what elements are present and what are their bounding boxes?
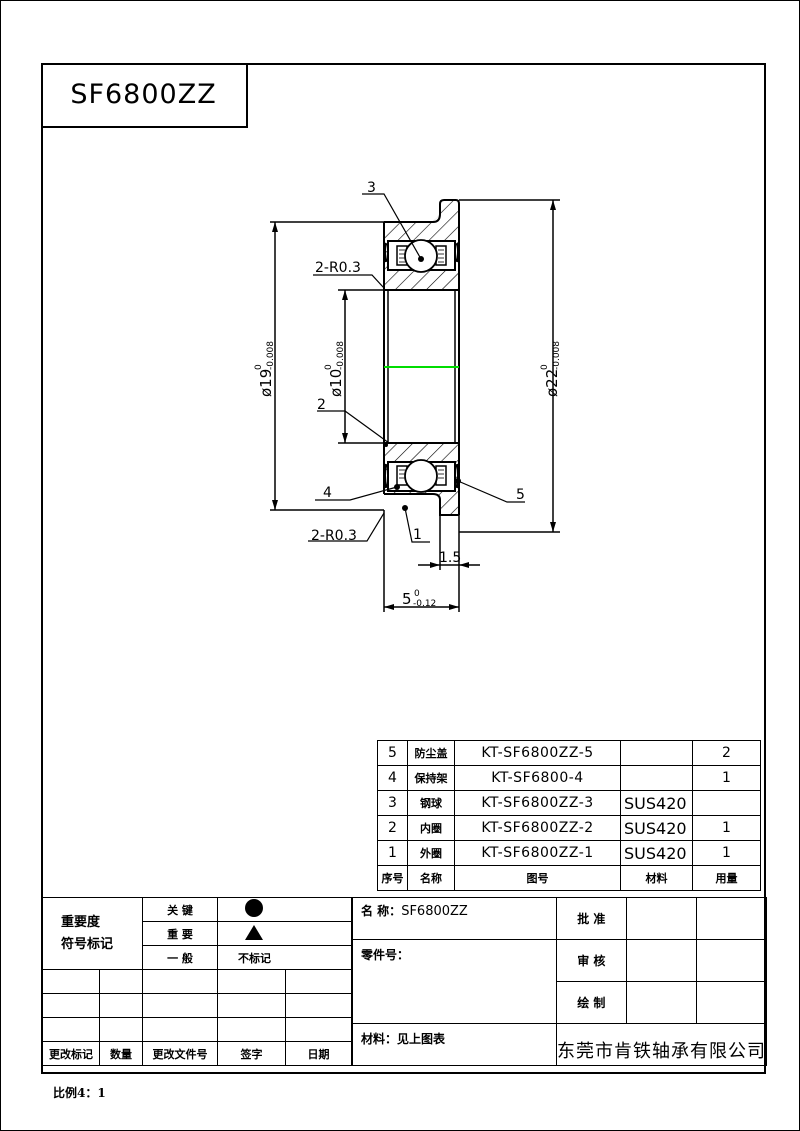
revision-header-row: 更改标记 数量 更改文件号 签字 日期 bbox=[42, 1041, 352, 1066]
importance-revision-block: 重要度 符号标记 关 键 重 要 一 般 不标记 更改标记 数量 更改文件号 签… bbox=[42, 897, 352, 1066]
label-part-3: 3 bbox=[367, 180, 376, 196]
steel-ball-bottom bbox=[404, 459, 438, 493]
label-part-2: 2 bbox=[317, 397, 326, 413]
svg-text:-0.12: -0.12 bbox=[413, 599, 436, 609]
label-fillet-bottom: 2-R0.3 bbox=[311, 528, 357, 544]
label-part-1: 1 bbox=[413, 527, 422, 543]
svg-text:0: 0 bbox=[414, 589, 420, 599]
label-part-5: 5 bbox=[516, 487, 525, 503]
scale-label: 比例4：1 bbox=[53, 1086, 106, 1100]
dim-d10: ø10 bbox=[327, 369, 345, 397]
svg-text:-0.008: -0.008 bbox=[552, 341, 562, 370]
label-part-4: 4 bbox=[323, 485, 332, 501]
part-name-cell: 名 称：SF6800ZZ bbox=[352, 897, 557, 940]
drawing-title: SF6800ZZ bbox=[41, 63, 248, 128]
title-block: 名 称：SF6800ZZ 批 准 零件号： 审 核 绘 制 材料：见上图表 东莞… bbox=[352, 897, 767, 1066]
important-triangle-icon bbox=[245, 924, 263, 940]
svg-text:0: 0 bbox=[254, 364, 264, 370]
dim-d19: ø19 bbox=[257, 369, 275, 397]
svg-text:-0.008: -0.008 bbox=[266, 341, 276, 370]
part-name-value: SF6800ZZ bbox=[401, 904, 468, 919]
part-number-cell: 零件号： bbox=[352, 939, 557, 1024]
label-fillet-top: 2-R0.3 bbox=[315, 260, 361, 276]
dim-d22: ø22 bbox=[543, 369, 561, 397]
svg-text:0: 0 bbox=[324, 364, 334, 370]
dim-width: 5 bbox=[402, 590, 412, 608]
bom-header-row: 序号名称图号材料用量 bbox=[377, 865, 761, 891]
svg-text:0: 0 bbox=[540, 364, 550, 370]
company-name: 东莞市肯铁轴承有限公司 bbox=[556, 1023, 767, 1066]
svg-text:-0.008: -0.008 bbox=[336, 341, 346, 370]
dim-flange: 1.5 bbox=[439, 550, 461, 566]
key-circle-icon bbox=[245, 899, 263, 917]
drawing-frame bbox=[41, 63, 766, 1074]
material-cell: 材料：见上图表 bbox=[352, 1023, 557, 1066]
importance-label: 重要度 符号标记 bbox=[42, 897, 143, 970]
